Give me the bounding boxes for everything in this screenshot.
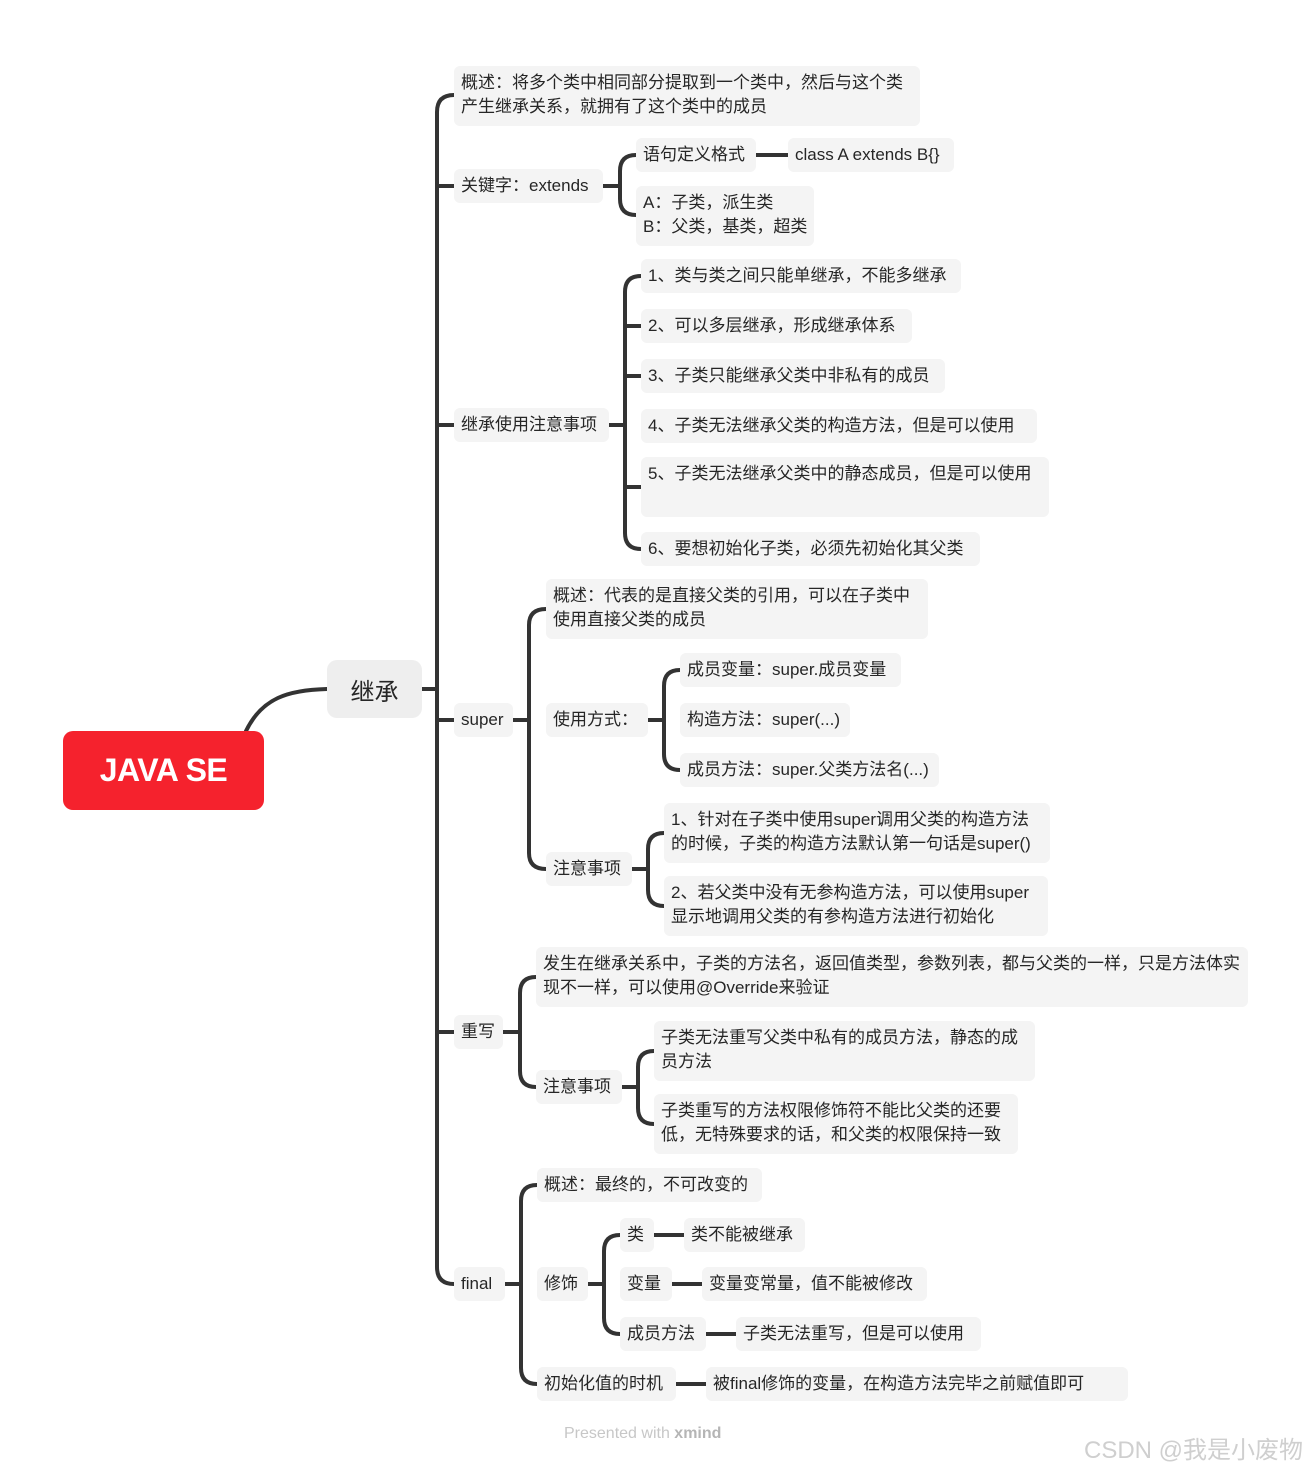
note-item-4[interactable]: 4、子类无法继承父类的构造方法，但是可以使用 [641, 409, 1037, 443]
super-notes-node[interactable]: 注意事项 [546, 852, 632, 886]
note-item-5[interactable]: 5、子类无法继承父类中的静态成员，但是可以使用 [641, 457, 1049, 517]
final-method-value-node[interactable]: 子类无法重写，但是可以使用 [736, 1317, 981, 1351]
super-node[interactable]: super [454, 703, 513, 737]
override-node[interactable]: 重写 [454, 1015, 503, 1049]
final-modifier-node[interactable]: 修饰 [537, 1267, 588, 1301]
note-item-3[interactable]: 3、子类只能继承父类中非私有的成员 [641, 359, 945, 393]
final-init-value-node[interactable]: 被final修饰的变量，在构造方法完毕之前赋值即可 [706, 1367, 1128, 1401]
super-overview-node[interactable]: 概述：代表的是直接父类的引用，可以在子类中使用直接父类的成员 [546, 579, 928, 639]
class-roles-line-b: B：父类，基类，超类 [643, 217, 808, 236]
super-note-2[interactable]: 2、若父类中没有无参构造方法，可以使用super显示地调用父类的有参构造方法进行… [664, 876, 1048, 936]
override-desc-node[interactable]: 发生在继承关系中，子类的方法名，返回值类型，参数列表，都与父类的一样，只是方法体… [536, 947, 1248, 1007]
super-constructor-node[interactable]: 构造方法：super(...) [680, 703, 850, 737]
super-member-var-node[interactable]: 成员变量：super.成员变量 [680, 653, 901, 687]
note-item-6[interactable]: 6、要想初始化子类，必须先初始化其父类 [641, 532, 980, 566]
class-roles-line-a: A：子类，派生类 [643, 193, 774, 212]
keyword-node[interactable]: 关键字：extends [454, 169, 603, 203]
class-roles-node[interactable]: A：子类，派生类 B：父类，基类，超类 [636, 186, 814, 246]
super-note-1[interactable]: 1、针对在子类中使用super调用父类的构造方法的时候，子类的构造方法默认第一句… [664, 803, 1050, 863]
final-node[interactable]: final [454, 1267, 505, 1301]
final-method-node[interactable]: 成员方法 [620, 1317, 706, 1351]
inheritance-overview-node[interactable]: 概述：将多个类中相同部分提取到一个类中，然后与这个类产生继承关系，就拥有了这个类… [454, 66, 920, 126]
final-init-node[interactable]: 初始化值的时机 [537, 1367, 676, 1401]
final-variable-node[interactable]: 变量 [620, 1267, 672, 1301]
note-item-2[interactable]: 2、可以多层继承，形成继承体系 [641, 309, 912, 343]
presented-with-footer: Presented with xmind [564, 1425, 721, 1443]
note-item-1[interactable]: 1、类与类之间只能单继承，不能多继承 [641, 259, 961, 293]
main-topic[interactable]: 继承 [327, 660, 422, 718]
syntax-label-node[interactable]: 语句定义格式 [636, 138, 756, 172]
override-note-2[interactable]: 子类重写的方法权限修饰符不能比父类的还要低，无特殊要求的话，和父类的权限保持一致 [654, 1094, 1018, 1154]
footer-prefix: Presented with [564, 1425, 670, 1442]
csdn-watermark: CSDN @我是小废物 [1084, 1437, 1304, 1464]
final-variable-value-node[interactable]: 变量变常量，值不能被修改 [702, 1267, 927, 1301]
xmind-brand: xmind [674, 1425, 722, 1442]
super-usage-node[interactable]: 使用方式： [546, 703, 648, 737]
syntax-value-node[interactable]: class A extends B{} [788, 138, 954, 172]
root-to-main-line [244, 687, 329, 733]
final-overview-node[interactable]: 概述：最终的，不可改变的 [537, 1168, 762, 1202]
override-note-1[interactable]: 子类无法重写父类中私有的成员方法，静态的成员方法 [654, 1021, 1035, 1081]
final-class-node[interactable]: 类 [620, 1218, 654, 1252]
override-notes-node[interactable]: 注意事项 [536, 1070, 622, 1104]
root-topic[interactable]: JAVA SE [63, 731, 264, 810]
usage-notes-node[interactable]: 继承使用注意事项 [454, 408, 609, 442]
super-member-method-node[interactable]: 成员方法：super.父类方法名(...) [680, 753, 939, 787]
final-class-value-node[interactable]: 类不能被继承 [684, 1218, 805, 1252]
main-branch-spine [435, 93, 456, 1286]
